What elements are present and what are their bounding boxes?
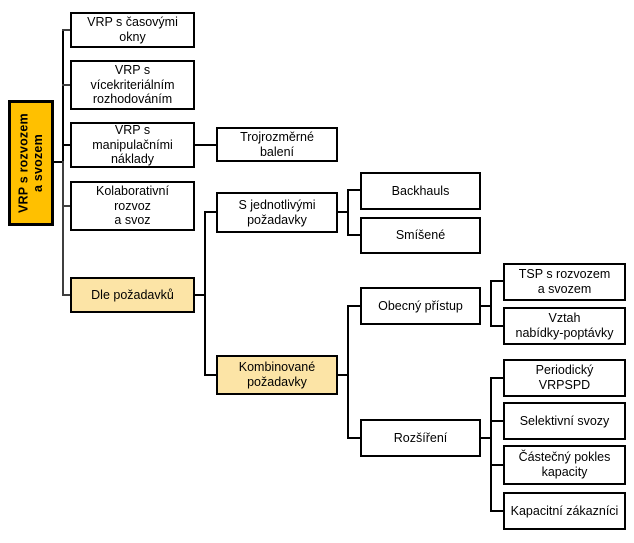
edge-general-to-tsp (490, 280, 504, 282)
node-mixed[interactable]: Smíšené (360, 217, 481, 254)
edge-extensions-trunk (490, 378, 492, 511)
node-by-requirements[interactable]: Dle požadavků (70, 277, 195, 313)
edge-combined-trunk (347, 306, 349, 439)
node-vrp-time-windows[interactable]: VRP s časovými okny (70, 12, 195, 48)
node-periodic-vrpspd[interactable]: Periodický VRPSPD (503, 359, 626, 397)
edge-byreq-to-combined (204, 374, 217, 376)
node-three-dim-packing[interactable]: Trojrozměrné balení (216, 127, 338, 162)
edge-single-to-mixed (347, 234, 361, 236)
node-single-requirements[interactable]: S jednotlivými požadavky (216, 192, 338, 233)
node-selective-pickups[interactable]: Selektivní svozy (503, 402, 626, 440)
edge-general-trunk (490, 281, 492, 326)
edge-combined-stub (337, 374, 349, 376)
edge-general-to-supply-demand (490, 325, 504, 327)
node-supply-demand-relation[interactable]: Vztah nabídky-poptávky (503, 307, 626, 345)
edge-single-trunk (347, 190, 349, 236)
edge-single-stub (337, 211, 349, 213)
edge-handling-to-packing (194, 144, 217, 146)
node-capacitated-customers[interactable]: Kapacitní zákazníci (503, 492, 626, 530)
node-root[interactable]: VRP s rozvozem a svozem (8, 100, 54, 226)
node-backhauls[interactable]: Backhauls (360, 172, 481, 210)
edge-root-to-time-windows (62, 29, 71, 31)
node-vrp-multicriteria[interactable]: VRP s vícekriteriálním rozhodováním (70, 60, 195, 110)
edge-general-stub (481, 305, 492, 307)
node-combined-requirements[interactable]: Kombinované požadavky (216, 355, 338, 395)
edge-root-to-multicriteria (62, 84, 71, 86)
node-general-approach[interactable]: Obecný přístup (360, 287, 481, 325)
edge-extensions-stub (481, 437, 492, 439)
node-vrp-handling-costs[interactable]: VRP s manipulačními náklady (70, 122, 195, 168)
edge-combined-to-extensions (347, 437, 361, 439)
edge-extensions-to-selective (490, 420, 504, 422)
edge-byreq-stub (194, 294, 206, 296)
edge-root-to-by-requirements (62, 294, 71, 296)
edge-extensions-to-capacitated (490, 510, 504, 512)
edge-root-to-handling-costs (62, 144, 71, 146)
node-tsp-pickup-delivery[interactable]: TSP s rozvozem a svozem (503, 263, 626, 301)
edge-single-to-backhauls (347, 189, 361, 191)
node-partial-capacity-drop[interactable]: Částečný pokles kapacity (503, 445, 626, 485)
edge-root-stub (53, 161, 64, 163)
edge-extensions-to-periodic (490, 377, 504, 379)
edge-root-trunk-lower (62, 161, 64, 295)
edge-root-trunk-upper (62, 30, 64, 164)
edge-byreq-trunk (204, 212, 206, 376)
edge-extensions-to-partial (490, 464, 504, 466)
node-extensions[interactable]: Rozšíření (360, 419, 481, 457)
edge-root-to-collaborative (62, 205, 71, 207)
edge-combined-to-general (347, 305, 361, 307)
node-collaborative[interactable]: Kolaborativní rozvoz a svoz (70, 181, 195, 231)
edge-byreq-to-single (204, 211, 217, 213)
